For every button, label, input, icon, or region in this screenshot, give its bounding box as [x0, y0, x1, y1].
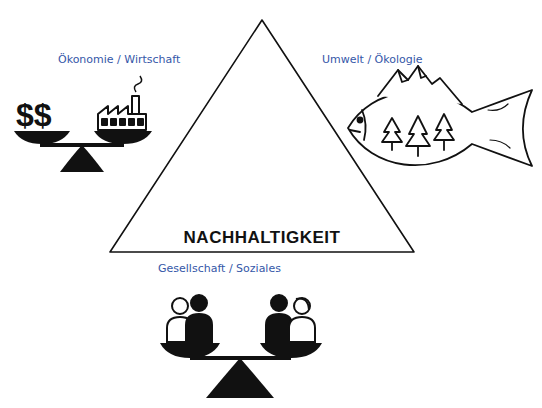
balance-scale — [160, 343, 322, 398]
balance-scale — [14, 131, 152, 172]
money-symbol: $$ — [16, 96, 52, 134]
people-icons — [167, 295, 315, 342]
category-label: Umwelt / Ökologie — [322, 53, 423, 66]
category-label: Gesellschaft / Soziales — [158, 262, 281, 275]
category-label: Ökonomie / Wirtschaft — [58, 53, 180, 66]
factory-icon — [98, 76, 146, 130]
triangle-title: NACHHALTIGKEIT — [108, 228, 416, 248]
fish-illustration — [348, 66, 532, 166]
